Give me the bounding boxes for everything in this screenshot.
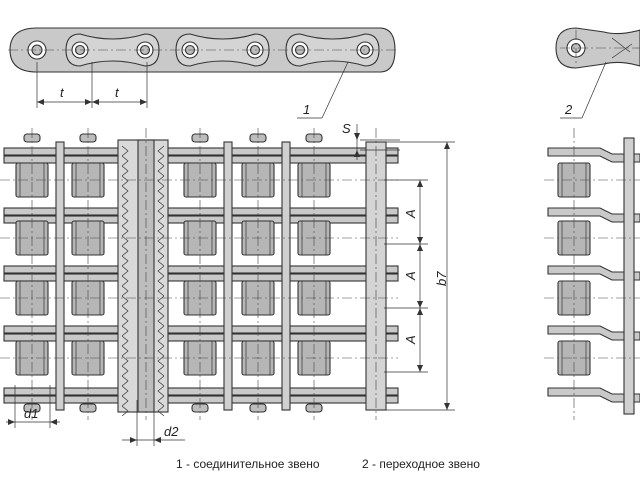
- transition-plate: [547, 207, 640, 223]
- hatch: [121, 285, 165, 297]
- callout-1: 1: [303, 102, 310, 117]
- plate-thickness-dimension: [354, 124, 400, 160]
- row-spacing-label-3: A: [403, 335, 418, 345]
- hatch: [121, 375, 165, 387]
- row-spacing-dimension: [384, 179, 428, 373]
- pitch-label-2: t: [115, 85, 120, 100]
- side-plate: [3, 395, 399, 404]
- hatch: [121, 155, 165, 167]
- transition-plate: [547, 265, 640, 281]
- pin-diameter-dimension: [122, 400, 185, 446]
- pin-diameter-label: d2: [164, 424, 179, 439]
- transition-plate: [547, 387, 640, 403]
- callout-2: 2: [564, 102, 573, 117]
- plate-thickness-label: S: [342, 121, 351, 136]
- width-dimension: [385, 141, 455, 411]
- roller-diameter-dimension: [6, 385, 60, 428]
- hatch: [121, 245, 165, 257]
- hatch: [121, 225, 165, 237]
- pin: [223, 141, 233, 411]
- connecting-link: [117, 139, 169, 417]
- hatch: [121, 405, 165, 417]
- hatch: [121, 395, 165, 407]
- hatch: [121, 185, 165, 197]
- hatch: [121, 355, 165, 367]
- hatch: [121, 255, 165, 267]
- hatch: [121, 235, 165, 247]
- roller-diameter-label: d1: [24, 406, 38, 421]
- side-plate: [3, 325, 399, 334]
- transition-plate: [547, 147, 640, 163]
- hatch: [121, 145, 165, 157]
- hatch: [121, 335, 165, 347]
- pin: [55, 141, 65, 411]
- side-view-transition-link: [555, 27, 640, 69]
- caption-item-2: 2 - переходное звено: [362, 457, 480, 471]
- side-plate: [3, 387, 399, 396]
- hatch: [121, 295, 165, 307]
- hatch: [121, 305, 165, 317]
- hatch: [121, 175, 165, 187]
- width-label: b7: [434, 271, 449, 286]
- row-spacing-label-2: A: [403, 271, 418, 281]
- hatch: [121, 315, 165, 327]
- pin: [623, 137, 635, 415]
- hatch: [121, 385, 165, 397]
- hatch: [121, 345, 165, 357]
- hatch: [121, 325, 165, 337]
- caption-item-1: 1 - соединительное звено: [176, 457, 320, 471]
- hatch: [121, 195, 165, 207]
- hatch: [121, 365, 165, 377]
- pin: [281, 141, 291, 411]
- cotter: [611, 37, 633, 59]
- row-spacing-label-1: A: [403, 209, 418, 219]
- callout-leader-1: [297, 61, 349, 119]
- hatch: [121, 165, 165, 177]
- side-plate: [3, 207, 399, 216]
- transition-plate: [547, 325, 640, 341]
- hatch: [121, 205, 165, 217]
- pitch-dimension: [36, 62, 148, 108]
- plan-view-transition-link: [544, 128, 640, 420]
- side-plate: [3, 265, 399, 274]
- side-view-chain: [8, 27, 398, 73]
- side-plate: [3, 147, 399, 156]
- hatch: [121, 215, 165, 227]
- hatch: [121, 275, 165, 287]
- callout-leader-2: [560, 61, 607, 119]
- plan-view-chain: [0, 128, 399, 420]
- hatch: [121, 265, 165, 277]
- pitch-label-1: t: [60, 85, 65, 100]
